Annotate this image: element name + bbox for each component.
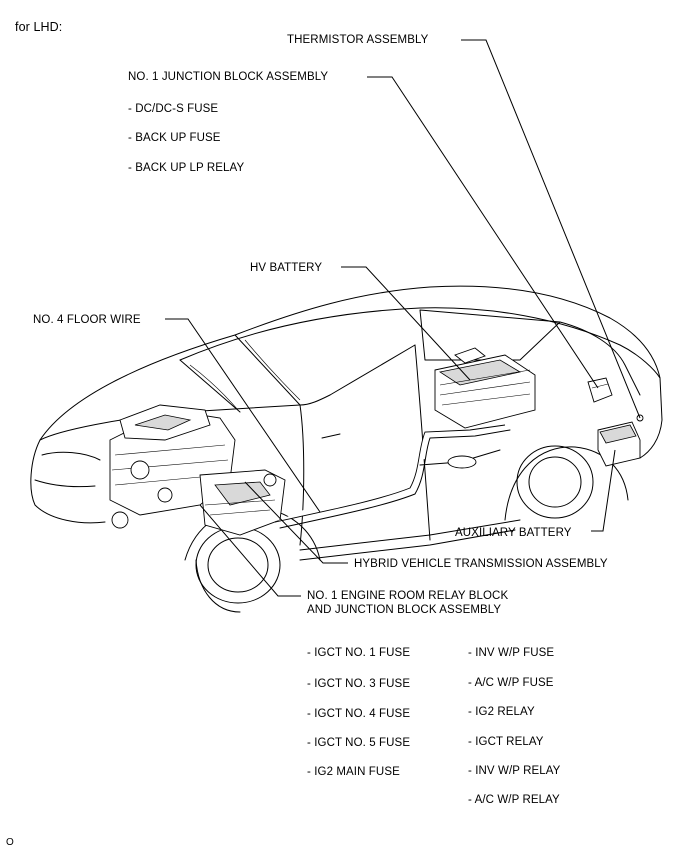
- er-item-col2: - A/C W/P FUSE: [468, 677, 554, 689]
- er-item-col2: - IG2 RELAY: [468, 706, 535, 718]
- page-title: for LHD:: [15, 20, 63, 34]
- label-hv-battery: HV BATTERY: [250, 262, 323, 274]
- jb1-item: - BACK UP FUSE: [128, 132, 221, 144]
- jb1-item: - DC/DC-S FUSE: [128, 103, 219, 115]
- label-junction-block-1: NO. 1 JUNCTION BLOCK ASSEMBLY: [128, 71, 329, 83]
- leader-lines: [165, 39, 641, 597]
- er-item-col2: - INV W/P RELAY: [468, 765, 561, 777]
- label-thermistor-assembly: THERMISTOR ASSEMBLY: [287, 34, 429, 46]
- jb1-item: - BACK UP LP RELAY: [128, 162, 245, 174]
- er-item-col1: - IGCT NO. 3 FUSE: [307, 678, 411, 690]
- er-item-col1: - IGCT NO. 5 FUSE: [307, 737, 411, 749]
- hv-battery-shape: [434, 347, 536, 429]
- car-body: [30, 285, 663, 613]
- figure-code: O: [6, 837, 14, 848]
- er-item-col2: - IGCT RELAY: [468, 736, 544, 748]
- label-auxiliary-battery: AUXILIARY BATTERY: [455, 527, 572, 539]
- label-hv-transmission: HYBRID VEHICLE TRANSMISSION ASSEMBLY: [354, 558, 608, 570]
- label-engine-room-relay-line2: AND JUNCTION BLOCK ASSEMBLY: [307, 604, 502, 616]
- er-item-col1: - IGCT NO. 1 FUSE: [307, 647, 411, 659]
- er-item-col1: - IG2 MAIN FUSE: [307, 766, 400, 778]
- floor-wire-harness: [274, 424, 511, 529]
- er-item-col2: - A/C W/P RELAY: [468, 794, 560, 806]
- label-floor-wire: NO. 4 FLOOR WIRE: [33, 314, 141, 326]
- auxiliary-battery-shape: [597, 414, 644, 467]
- junction-block-shape: [587, 377, 613, 403]
- er-item-col2: - INV W/P FUSE: [468, 647, 555, 659]
- engine-assembly: [109, 404, 286, 536]
- label-engine-room-relay-line1: NO. 1 ENGINE ROOM RELAY BLOCK: [307, 590, 509, 602]
- er-item-col1: - IGCT NO. 4 FUSE: [307, 708, 411, 720]
